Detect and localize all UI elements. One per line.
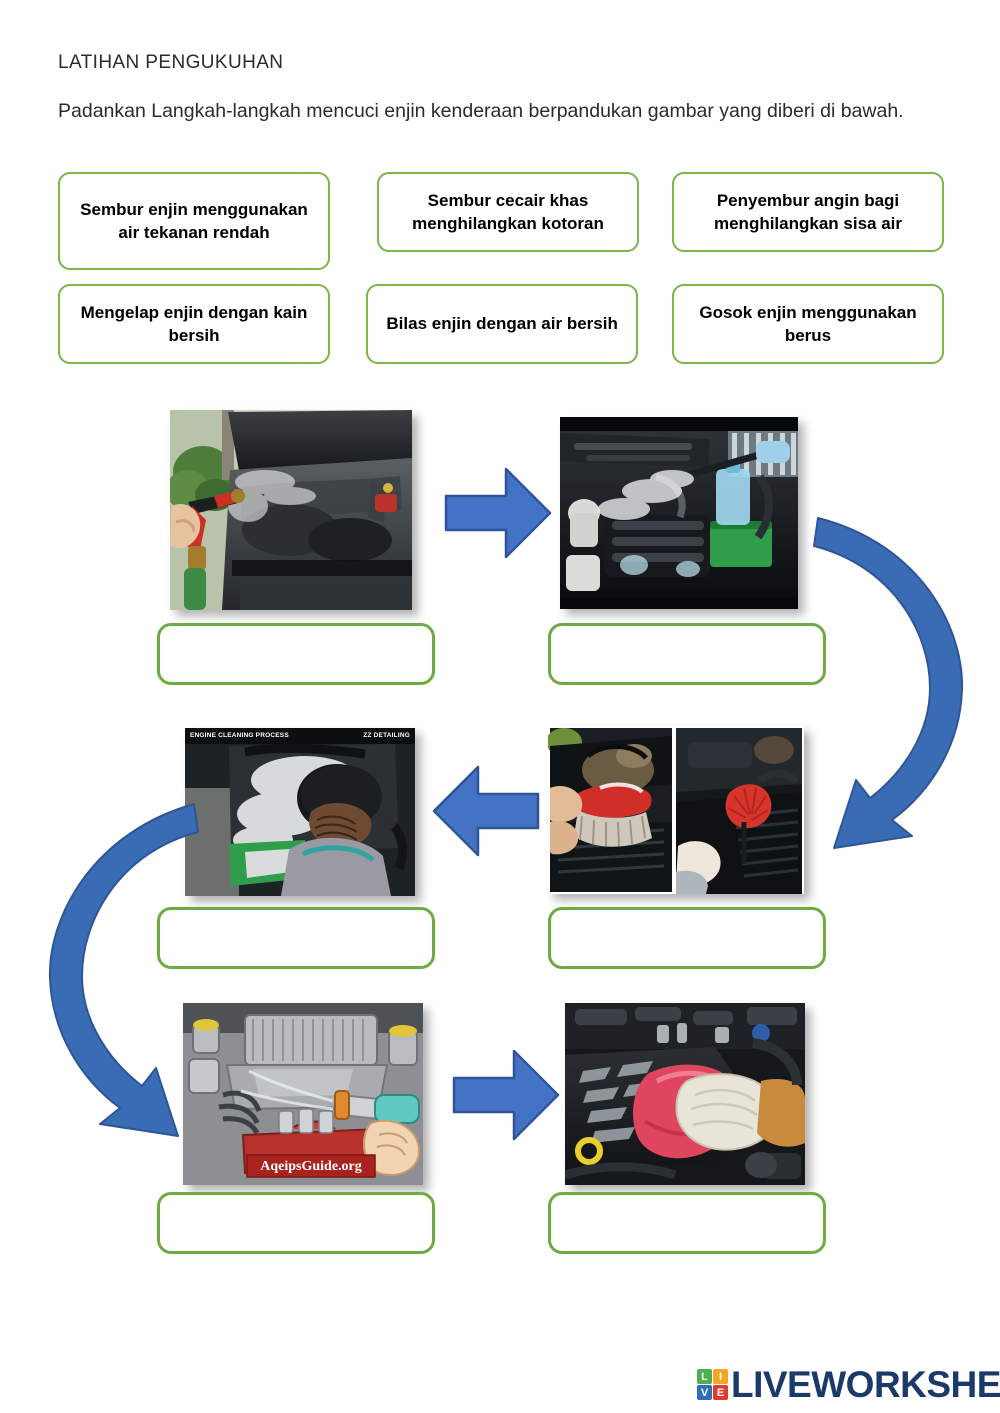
step-2-image [560,417,798,609]
answer-box-step-6[interactable] [548,1192,826,1254]
step-6-image [565,1003,805,1185]
overlay-caption-right: ZZ DETAILING [363,732,410,739]
word-bank-option-spray-low-pressure-water[interactable]: Sembur enjin menggunakan air tekanan ren… [58,172,330,270]
logo-tile-l: L [697,1369,712,1384]
answer-box-step-3[interactable] [548,907,826,969]
photo-wiping-engine-with-cloth [565,1003,805,1185]
watermark-aqeipsguide: AqeipsGuide.org [260,1159,362,1174]
word-bank: Sembur enjin menggunakan air tekanan ren… [58,172,944,378]
step-5-image [183,1003,423,1185]
word-bank-cell-5: Bilas enjin dengan air bersih [366,284,639,364]
word-bank-row-2: Mengelap enjin dengan kain bersih Bilas … [58,284,944,370]
overlay-caption-left: ENGINE CLEANING PROCESS [190,732,289,739]
photo-spraying-degreaser-chemical [560,417,798,609]
photo-spraying-engine-low-pressure-water [170,410,412,610]
logo-tile-v: V [697,1385,712,1400]
word-bank-cell-3: Penyembur angin bagi menghilangkan sisa … [672,172,944,252]
liveworksheets-logo-tiles: L I V E [697,1369,728,1400]
arrow-left-step3-to-step4 [432,765,540,857]
word-bank-cell-2: Sembur cecair khas menghilangkan kotoran [377,172,639,252]
photo-brush-scrubbing-engine [548,726,804,894]
logo-tile-e: E [713,1385,728,1400]
worksheet-header: LATIHAN PENGUKUHAN Padankan Langkah-lang… [58,52,948,126]
photo-rinsing-engine-worker: ENGINE CLEANING PROCESS ZZ DETAILING [185,728,415,896]
instruction-text: Padankan Langkah-langkah mencuci enjin k… [58,100,904,122]
step-1-image [170,410,412,610]
arrow-curve-left-step4-to-step5 [48,803,199,1137]
liveworksheets-logo[interactable]: L I V E LIVEWORKSHEETS [697,1366,1000,1403]
flow-diagram: ENGINE CLEANING PROCESS ZZ DETAILING [0,395,1000,1295]
word-bank-option-scrub-with-brush[interactable]: Gosok enjin menggunakan berus [672,284,944,364]
word-bank-row-1: Sembur enjin menggunakan air tekanan ren… [58,172,944,276]
answer-box-step-4[interactable] [157,907,435,969]
liveworksheets-wordmark: LIVEWORKSHEETS [731,1364,1000,1405]
step-4-image [185,728,415,896]
word-bank-option-air-blower[interactable]: Penyembur angin bagi menghilangkan sisa … [672,172,944,252]
arrow-curve-right-step2-to-step3 [813,517,964,849]
answer-box-step-5[interactable] [157,1192,435,1254]
logo-tile-i: I [713,1369,728,1384]
answer-box-step-2[interactable] [548,623,826,685]
word-bank-option-wipe-with-cloth[interactable]: Mengelap enjin dengan kain bersih [58,284,330,364]
word-bank-cell-1: Sembur enjin menggunakan air tekanan ren… [58,172,330,270]
answer-box-step-1[interactable] [157,623,435,685]
word-bank-option-rinse-with-water[interactable]: Bilas enjin dengan air bersih [366,284,639,364]
word-bank-cell-6: Gosok enjin menggunakan berus [672,284,944,364]
illustration-air-blower-drying-engine: AqeipsGuide.org [183,1003,423,1185]
step-3-image [548,726,804,894]
arrow-right-step5-to-step6 [452,1049,560,1141]
page-title: LATIHAN PENGUKUHAN [58,52,284,73]
word-bank-cell-4: Mengelap enjin dengan kain bersih [58,284,330,364]
word-bank-option-spray-special-liquid[interactable]: Sembur cecair khas menghilangkan kotoran [377,172,639,252]
arrow-right-step1-to-step2 [444,467,552,559]
